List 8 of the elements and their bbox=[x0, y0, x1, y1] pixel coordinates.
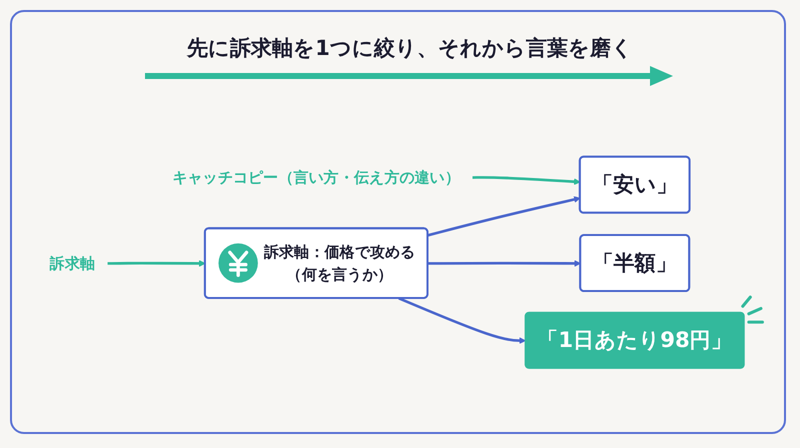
node-text: キャッチコピー（言い方・伝え方の違い） bbox=[172, 168, 460, 186]
title: 先に訴求軸を1つに絞り、それから言葉を磨く bbox=[186, 35, 634, 62]
arrow bbox=[398, 297, 526, 344]
arrow bbox=[472, 176, 580, 185]
arrow bbox=[108, 260, 206, 267]
arrow bbox=[428, 196, 580, 237]
arrow bbox=[428, 260, 581, 267]
node-text: 訴求軸 bbox=[50, 254, 96, 272]
